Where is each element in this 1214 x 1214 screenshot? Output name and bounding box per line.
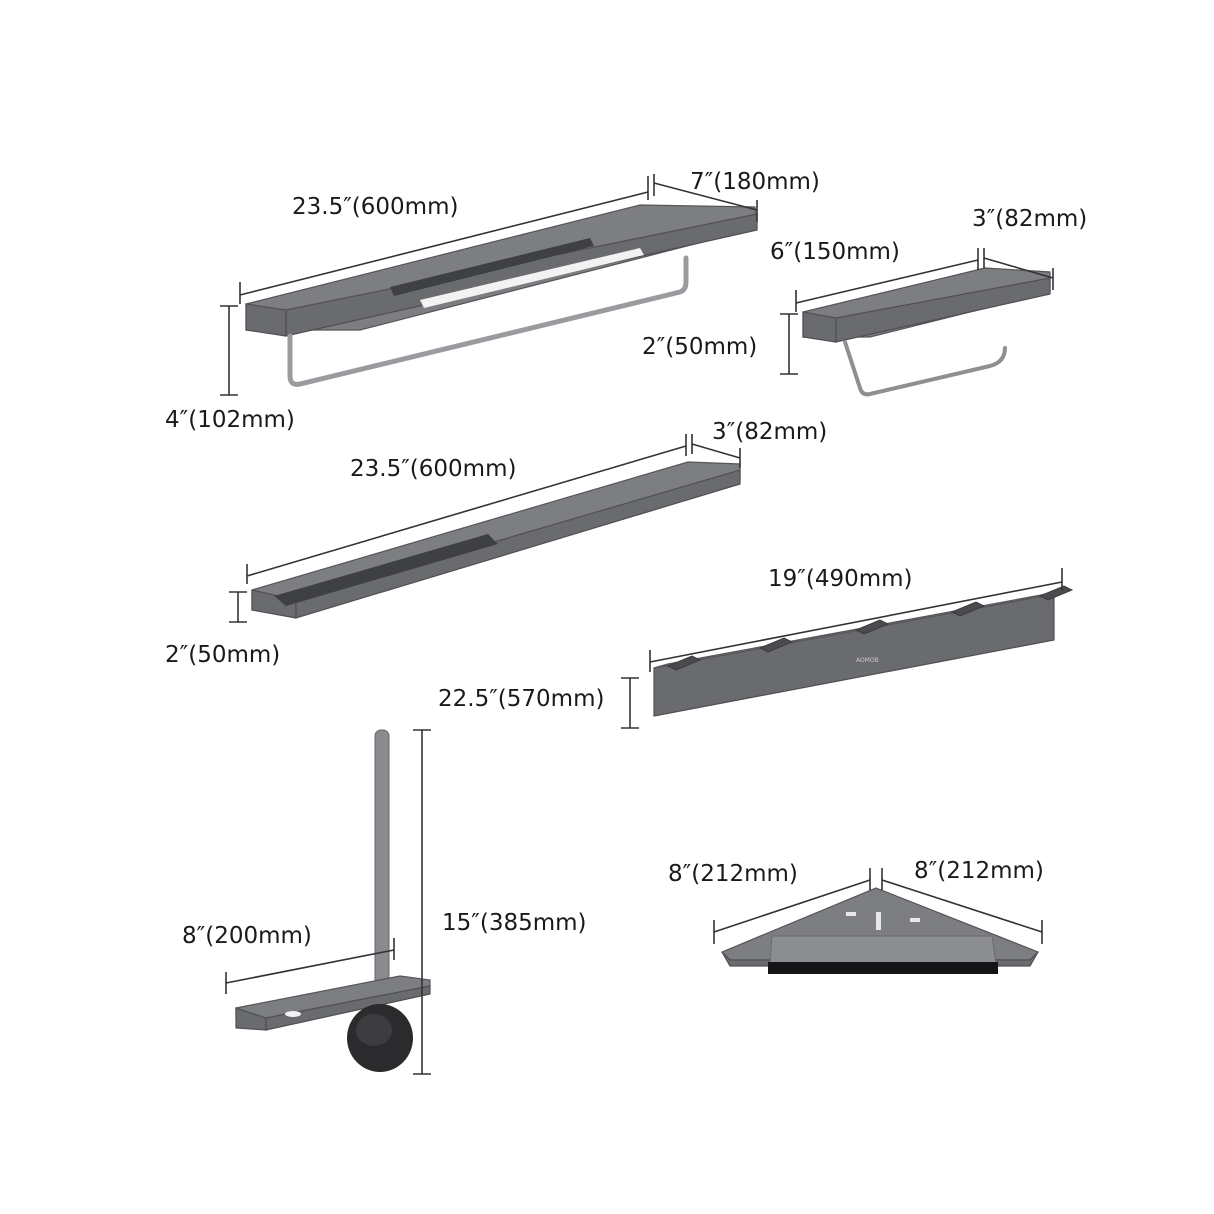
- toilet-brush-dimensions: [225, 729, 431, 1075]
- long-shelf-dimensions: [229, 434, 741, 623]
- towel-shelf-length-label: 23.5″(600mm): [292, 194, 458, 220]
- hook-icon: [758, 637, 794, 653]
- corner-shelf-wiper: [768, 962, 998, 974]
- toilet-brush-handle: [374, 729, 390, 995]
- long-shelf: [251, 461, 741, 619]
- hook-rail-length-label: 19″(490mm): [768, 566, 913, 592]
- corner-shelf: [720, 887, 1040, 974]
- towel-shelf-depth-label: 7″(180mm): [690, 169, 820, 195]
- corner-shelf-hole: [876, 912, 881, 930]
- hook-rail-logo: AOMOB: [856, 657, 879, 664]
- toilet-brush: [235, 729, 431, 1072]
- towel-shelf-side: [245, 303, 287, 337]
- hook-icon: [950, 601, 986, 617]
- paper-holder-side: [802, 311, 837, 343]
- towel-shelf-dimensions: [220, 174, 758, 396]
- corner-shelf-hole: [910, 918, 920, 922]
- long-shelf-front: [295, 469, 741, 619]
- holder-notch: [285, 1011, 301, 1017]
- hook-icon: [1038, 585, 1074, 601]
- paper-holder: [802, 267, 1051, 397]
- paper-holder-arm: [843, 340, 1007, 397]
- hook-icon: [854, 619, 890, 635]
- paper-holder-dimensions: [780, 248, 1054, 375]
- towel-shelf-front: [285, 213, 758, 337]
- long-shelf-depth-label: 3″(82mm): [712, 419, 827, 445]
- toilet-brush-width-label: 8″(200mm): [182, 923, 312, 949]
- hook-rail-height-label: 22.5″(570mm): [438, 686, 604, 712]
- towel-shelf-slot: [390, 238, 594, 296]
- paper-holder-front: [835, 277, 1051, 343]
- hook-icon: [666, 655, 702, 671]
- paper-holder-height-label: 2″(50mm): [642, 334, 757, 360]
- corner-shelf-left-label: 8″(212mm): [668, 861, 798, 887]
- corner-shelf-back: [769, 935, 997, 965]
- towel-shelf-height-label: 4″(102mm): [165, 407, 295, 433]
- towel-bar: [287, 255, 689, 387]
- long-shelf-slot: [274, 534, 498, 606]
- corner-shelf-dimensions: [713, 868, 1043, 944]
- towel-shelf: [245, 204, 758, 387]
- long-shelf-length-label: 23.5″(600mm): [350, 456, 516, 482]
- corner-shelf-hole: [846, 912, 856, 916]
- corner-shelf-right-label: 8″(212mm): [914, 858, 1044, 884]
- towel-shelf-slot-light: [420, 248, 644, 308]
- long-shelf-height-label: 2″(50mm): [165, 642, 280, 668]
- toilet-brush-height-label: 15″(385mm): [442, 910, 587, 936]
- hook-rail: AOMOB: [653, 585, 1074, 717]
- paper-holder-depth-label: 3″(82mm): [972, 206, 1087, 232]
- hook-rail-dimensions: [621, 568, 1063, 729]
- toilet-brush-holder-front: [265, 985, 431, 1031]
- brush-head-highlight: [356, 1014, 392, 1046]
- paper-holder-length-label: 6″(150mm): [770, 239, 900, 265]
